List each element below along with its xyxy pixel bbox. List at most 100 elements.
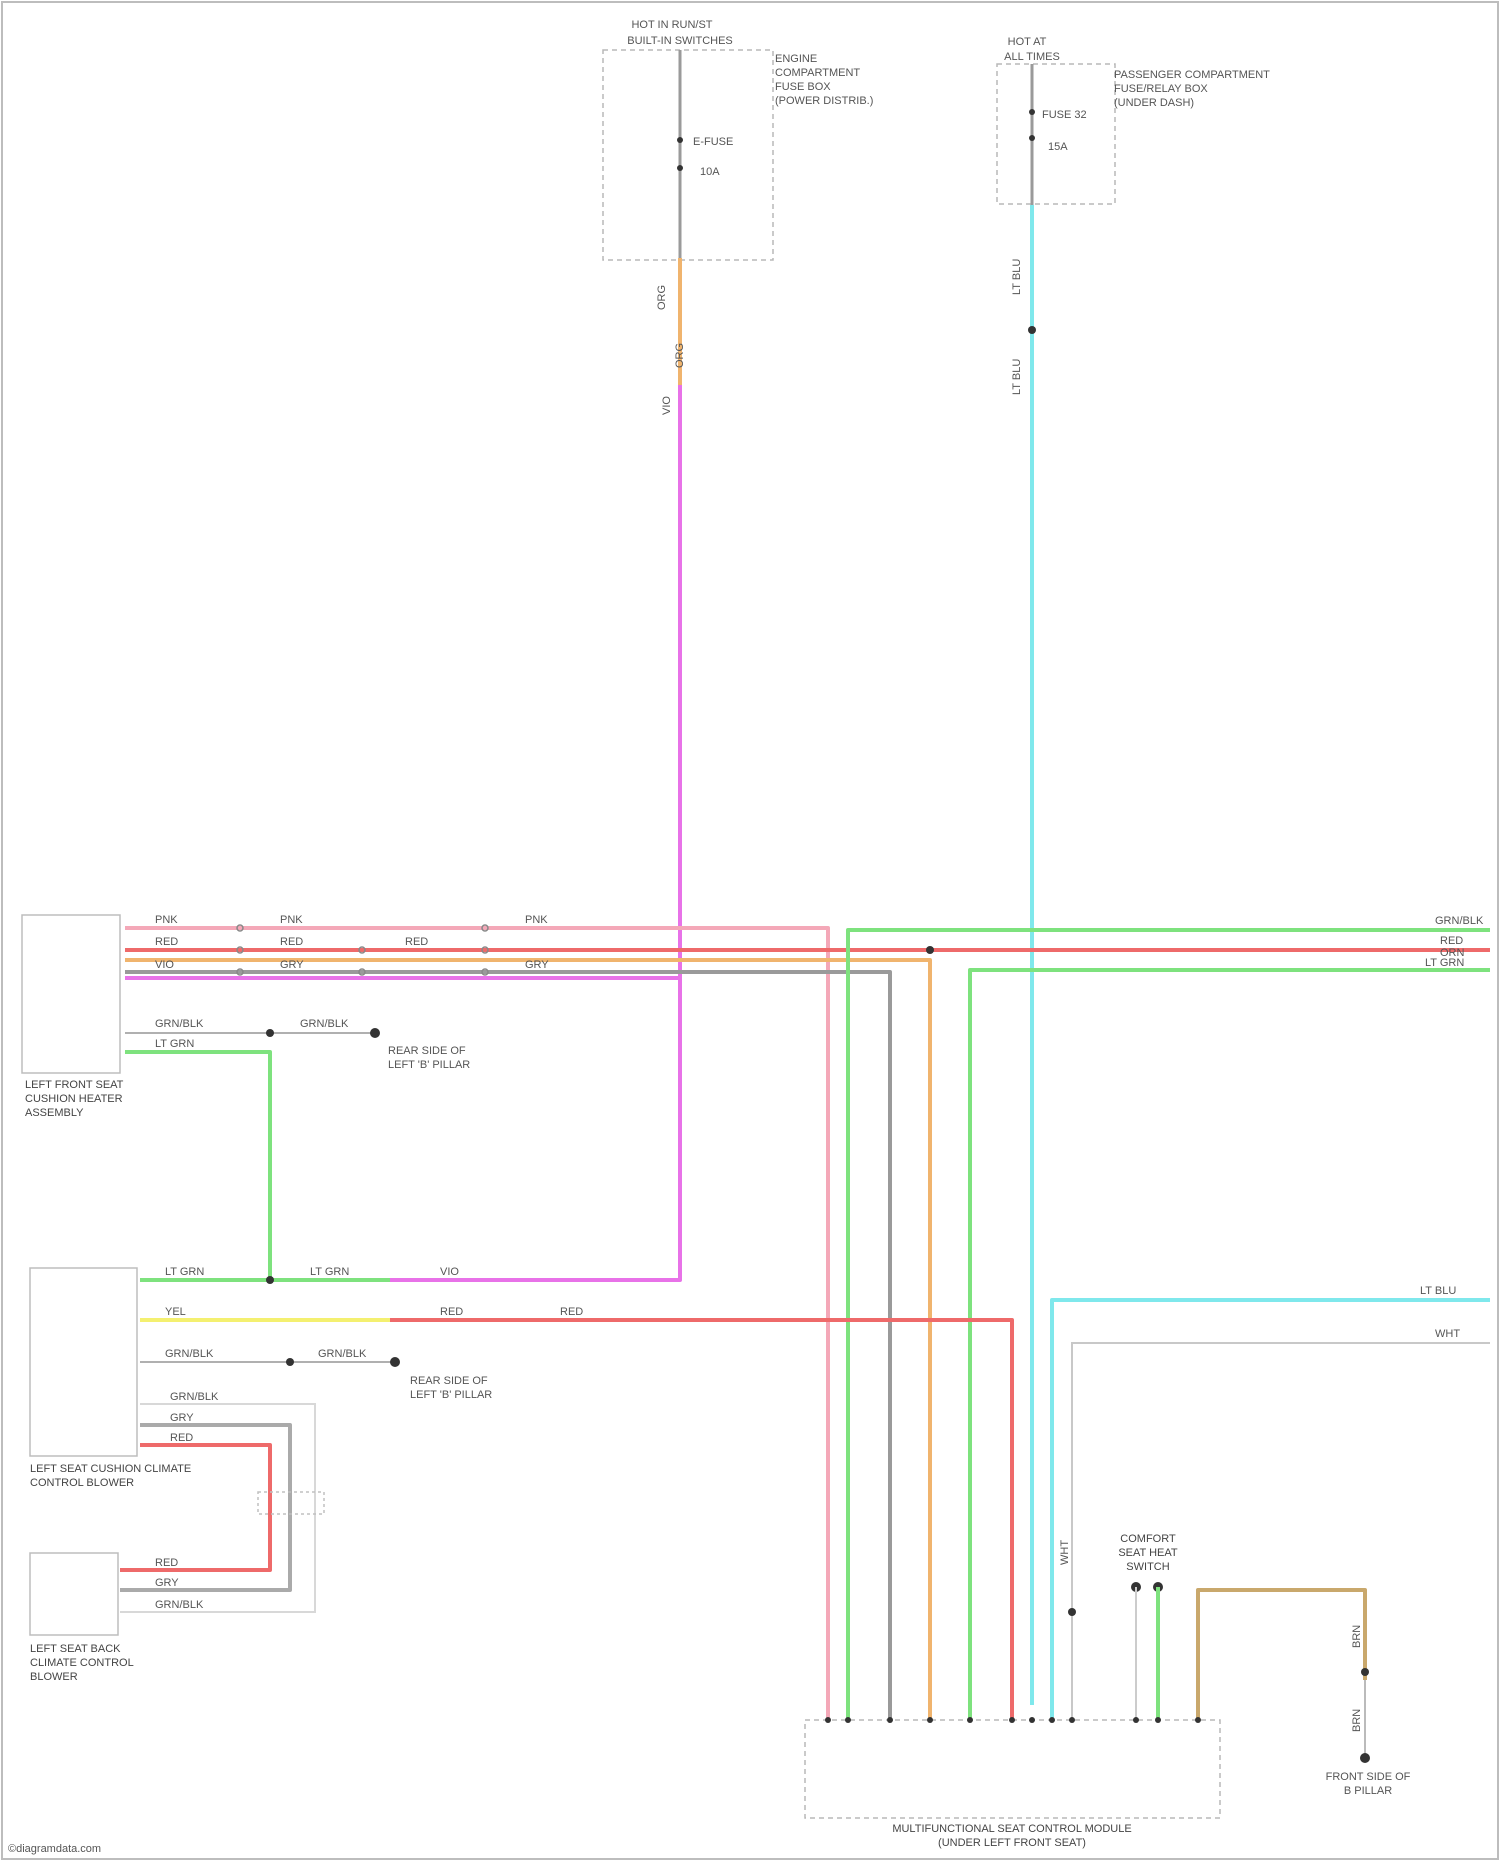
pnk-label-1: PNK <box>155 914 178 926</box>
vio-label-2: VIO <box>440 1266 459 1278</box>
grn-blk-gnd-label-2: GRN/BLK <box>300 1018 349 1030</box>
pin-comfort-a <box>1133 1717 1139 1723</box>
red-label-4: RED <box>440 1306 463 1318</box>
lt-grn-splice <box>266 1276 274 1284</box>
lt-blu-tag-2: LT BLU <box>1011 359 1023 395</box>
grn-blk-loop-label-2: GRN/BLK <box>155 1599 204 1611</box>
orn-splice <box>926 946 934 954</box>
gry-label-2: GRY <box>525 959 549 971</box>
top-left-title-2: BUILT-IN SWITCHES <box>627 35 733 47</box>
org-tag-1: ORG <box>656 285 668 310</box>
fuse32-terminal-a <box>1029 109 1035 115</box>
red-loop-label-2: RED <box>155 1557 178 1569</box>
vio-tag-1: VIO <box>661 396 673 415</box>
left-blower-label-1: LEFT SEAT BACK <box>30 1643 121 1655</box>
top-left-fuse-box <box>603 50 773 260</box>
comfort-label-2: SEAT HEAT <box>1118 1547 1178 1559</box>
comfort-label-1: COMFORT <box>1120 1533 1176 1545</box>
grn-blk-gnd-label-4: GRN/BLK <box>318 1348 367 1360</box>
wht-splice <box>1068 1608 1076 1616</box>
wht-right-label: WHT <box>1435 1328 1460 1340</box>
top-right-note-1: PASSENGER COMPARTMENT <box>1114 69 1270 81</box>
wire-brn <box>1198 1590 1365 1720</box>
top-right-note-3: (UNDER DASH) <box>1114 97 1194 109</box>
grn-blk-loop-label-1: GRN/BLK <box>170 1391 219 1403</box>
comfort-label-3: SWITCH <box>1126 1561 1169 1573</box>
lt-blu-tag-1: LT BLU <box>1011 259 1023 295</box>
ground-3-label-1: FRONT SIDE OF <box>1326 1771 1411 1783</box>
ground-2-point <box>390 1357 400 1367</box>
pin-wht <box>1069 1717 1075 1723</box>
lt-blu-splice <box>1028 326 1036 334</box>
pin-comfort-b <box>1155 1717 1161 1723</box>
red-loop-label-1: RED <box>170 1432 193 1444</box>
wire-lt-blu-right <box>1052 1300 1490 1720</box>
ground-1-label-2: LEFT 'B' PILLAR <box>388 1059 470 1071</box>
top-right-title-2: ALL TIMES <box>1004 51 1060 63</box>
top-left-note-1: ENGINE <box>775 53 817 65</box>
top-right-fuse-label-1: FUSE 32 <box>1042 109 1087 121</box>
left-seat-control-label-1: LEFT SEAT CUSHION CLIMATE <box>30 1463 191 1475</box>
red-label-2: RED <box>280 936 303 948</box>
wire-wht-right <box>1072 1343 1490 1720</box>
ground-1-point <box>370 1028 380 1038</box>
pin-gry <box>887 1717 893 1723</box>
left-front-seat-heater-box <box>22 915 120 1073</box>
red-right-label: RED <box>1440 935 1463 947</box>
pin-orn <box>927 1717 933 1723</box>
wire-grn-blk-loop <box>120 1404 315 1612</box>
top-right-fuse-group: HOT AT ALL TIMES FUSE 32 15A PASSENGER C… <box>997 36 1270 205</box>
wire-pnk <box>125 928 828 1720</box>
pin-grn-b <box>967 1717 973 1723</box>
ground-3-point <box>1360 1753 1370 1763</box>
pin-pnk <box>825 1717 831 1723</box>
grn-blk-right-label: GRN/BLK <box>1435 915 1484 927</box>
lt-grn-label-1: LT GRN <box>155 1038 194 1050</box>
gry-label-1: GRY <box>280 959 304 971</box>
left-blower-label-2: CLIMATE CONTROL <box>30 1657 134 1669</box>
vio-label-1: VIO <box>155 959 174 971</box>
wire-lt-grn-link <box>125 1052 270 1280</box>
lt-grn-right-label: LT GRN <box>1425 957 1464 969</box>
yel-label: YEL <box>165 1306 186 1318</box>
ground-1-label-1: REAR SIDE OF <box>388 1045 466 1057</box>
fuse32-terminal-b <box>1029 135 1035 141</box>
watermark: ©diagramdata.com <box>8 1843 101 1855</box>
pin-red <box>1009 1717 1015 1723</box>
left-seat-control-label-2: CONTROL BLOWER <box>30 1477 134 1489</box>
top-right-fuse-box <box>997 64 1115 204</box>
lt-blu-right-label: LT BLU <box>1420 1285 1456 1297</box>
left-blower-label-3: BLOWER <box>30 1671 78 1683</box>
top-left-note-4: (POWER DISTRIB.) <box>775 95 873 107</box>
brn-splice <box>1361 1668 1369 1676</box>
wire-gry <box>125 972 890 1720</box>
seat-control-module-box <box>805 1720 1220 1818</box>
left-seat-back-blower-box <box>30 1553 118 1635</box>
wire-orn-bus <box>125 960 930 1720</box>
left-front-seat-label-3: ASSEMBLY <box>25 1107 84 1119</box>
gry-loop-label-1: GRY <box>170 1412 194 1424</box>
top-left-fuse-label-1: E-FUSE <box>693 136 733 148</box>
grn-blk-gnd-label-1: GRN/BLK <box>155 1018 204 1030</box>
top-left-fuse-group: HOT IN RUN/ST BUILT-IN SWITCHES E-FUSE 1… <box>603 19 873 260</box>
pin-lt-blu-2 <box>1049 1717 1055 1723</box>
pin-lt-blu <box>1029 1717 1035 1723</box>
left-seat-climate-control-box <box>30 1268 137 1456</box>
module-label-1: MULTIFUNCTIONAL SEAT CONTROL MODULE <box>892 1823 1131 1835</box>
top-right-title-1: HOT AT <box>1008 36 1047 48</box>
red-label-1: RED <box>155 936 178 948</box>
wire-grn-b <box>970 970 1490 1720</box>
fuse-terminal-b <box>677 165 683 171</box>
top-left-note-3: FUSE BOX <box>775 81 831 93</box>
ground-2-splice <box>286 1358 294 1366</box>
wire-vio-feed <box>140 385 680 1280</box>
ground-2-label-2: LEFT 'B' PILLAR <box>410 1389 492 1401</box>
pin-brn <box>1195 1717 1201 1723</box>
ground-2-label-1: REAR SIDE OF <box>410 1375 488 1387</box>
lt-grn-label-3: LT GRN <box>310 1266 349 1278</box>
top-left-title-1: HOT IN RUN/ST <box>631 19 712 31</box>
pin-grn-a <box>845 1717 851 1723</box>
org-tag-2: ORG <box>674 343 686 368</box>
wire-grn-a <box>848 930 1490 1720</box>
